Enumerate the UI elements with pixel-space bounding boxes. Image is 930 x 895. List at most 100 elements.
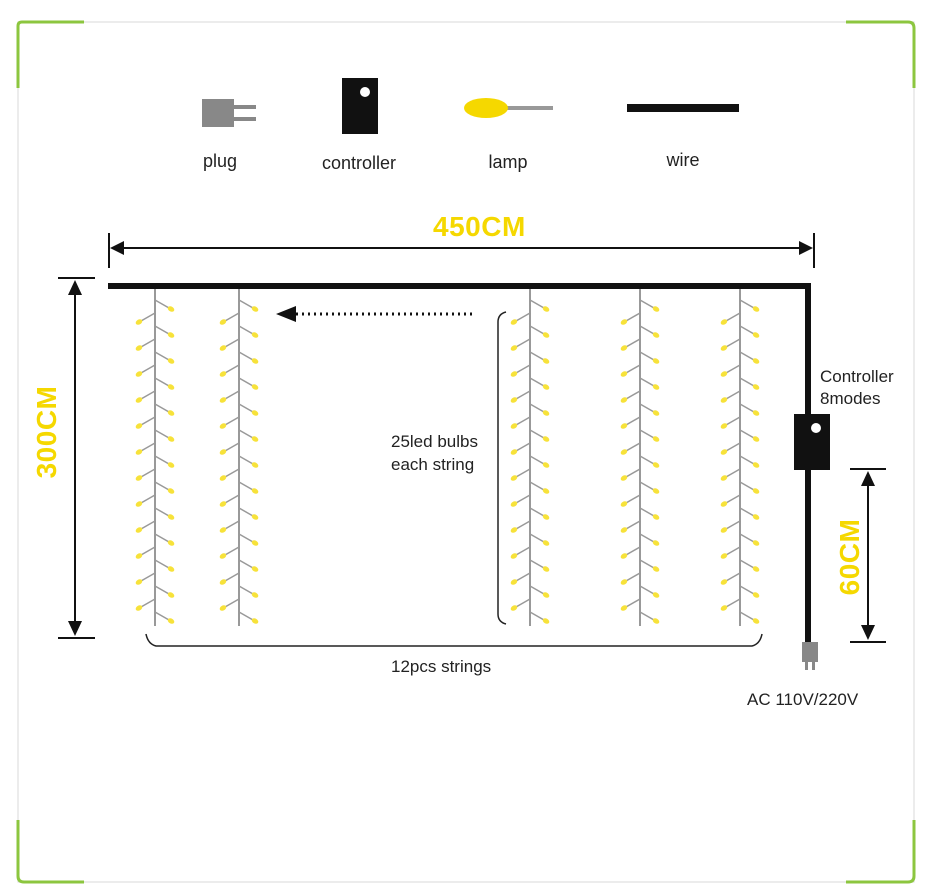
bulb: [652, 306, 660, 312]
bulb: [219, 527, 227, 533]
bulb: [620, 527, 628, 533]
bulb-stem: [739, 403, 755, 413]
bulb-stem: [529, 455, 545, 465]
bulb-stem: [639, 533, 655, 543]
bulb-stem: [238, 351, 254, 361]
bulb-stem: [639, 455, 655, 465]
bulb: [720, 501, 728, 507]
bulb: [510, 345, 518, 351]
bulb-stem: [224, 572, 240, 582]
bulb: [752, 436, 760, 442]
bulb-stem: [140, 598, 156, 608]
bulb: [251, 592, 259, 598]
bulb: [720, 605, 728, 611]
bulb: [135, 553, 143, 559]
bulb: [219, 397, 227, 403]
bulb-stem: [224, 338, 240, 348]
bulb: [167, 592, 175, 598]
bulb: [620, 397, 628, 403]
bulb-stem: [529, 377, 545, 387]
bulb-stem: [238, 455, 254, 465]
bulb: [542, 410, 550, 416]
bulb: [720, 371, 728, 377]
plug-legend-icon: [202, 99, 256, 127]
bulb: [542, 332, 550, 338]
bulb: [752, 488, 760, 494]
bulb: [510, 553, 518, 559]
bulb-stem: [515, 312, 531, 322]
bulb: [542, 462, 550, 468]
bulbs-note-line2: each string: [391, 455, 475, 474]
bulbs-bracket: [497, 311, 507, 625]
bulb-stem: [140, 546, 156, 556]
bulb-stem: [739, 429, 755, 439]
bulb-stem: [739, 585, 755, 595]
bulb-stem: [625, 468, 641, 478]
bulb: [167, 514, 175, 520]
bulb: [510, 371, 518, 377]
light-string: [620, 289, 660, 626]
strings-count-label: 12pcs strings: [391, 657, 492, 676]
bulb-stem: [625, 312, 641, 322]
bulb-stem: [529, 351, 545, 361]
lamp-label: lamp: [488, 152, 528, 172]
bulb-stem: [224, 416, 240, 426]
bulb: [510, 527, 518, 533]
bulb: [167, 618, 175, 624]
bulb: [167, 462, 175, 468]
bulb: [542, 592, 550, 598]
height-dimension-label: 300CM: [31, 385, 62, 479]
bulb: [652, 488, 660, 494]
bulb: [652, 332, 660, 338]
bulb-stem: [625, 390, 641, 400]
bulb: [752, 540, 760, 546]
light-strings: [135, 289, 760, 626]
bulb: [219, 371, 227, 377]
bulb: [135, 527, 143, 533]
bulb-stem: [529, 481, 545, 491]
bulb-stem: [515, 572, 531, 582]
bulb: [219, 449, 227, 455]
bulb: [542, 384, 550, 390]
power-spec-label: AC 110V/220V: [747, 690, 859, 709]
bulb: [251, 410, 259, 416]
bulb: [135, 449, 143, 455]
bulb-stem: [725, 520, 741, 530]
bulb: [752, 566, 760, 572]
bulb: [620, 475, 628, 481]
bulb-stem: [238, 611, 254, 621]
bulb-stem: [625, 546, 641, 556]
bulb-stem: [639, 611, 655, 621]
bulb: [219, 319, 227, 325]
bulb: [251, 306, 259, 312]
bulb-stem: [725, 416, 741, 426]
bulb: [251, 514, 259, 520]
bulb-stem: [639, 585, 655, 595]
lamp-legend-icon: [464, 98, 553, 118]
bulb-stem: [639, 299, 655, 309]
bulb-stem: [140, 338, 156, 348]
bulb-stem: [529, 611, 545, 621]
bulb-stem: [725, 572, 741, 582]
bulb-stem: [238, 299, 254, 309]
bulb-stem: [224, 520, 240, 530]
bulb-stem: [238, 325, 254, 335]
bulb: [620, 345, 628, 351]
bulb-stem: [140, 312, 156, 322]
bulb-stem: [238, 481, 254, 491]
width-dimension-arrow: [108, 233, 815, 268]
bulb-stem: [238, 533, 254, 543]
bulb: [752, 332, 760, 338]
controller-icon: [794, 414, 830, 470]
bulb-stem: [154, 403, 170, 413]
light-string: [219, 289, 259, 626]
bulb-stem: [154, 299, 170, 309]
bulb: [251, 436, 259, 442]
bulb: [510, 423, 518, 429]
bulb-stem: [639, 481, 655, 491]
bulb: [510, 397, 518, 403]
bulb-stem: [739, 559, 755, 569]
bulb: [510, 605, 518, 611]
power-plug-icon: [802, 642, 818, 670]
light-string: [510, 289, 550, 626]
